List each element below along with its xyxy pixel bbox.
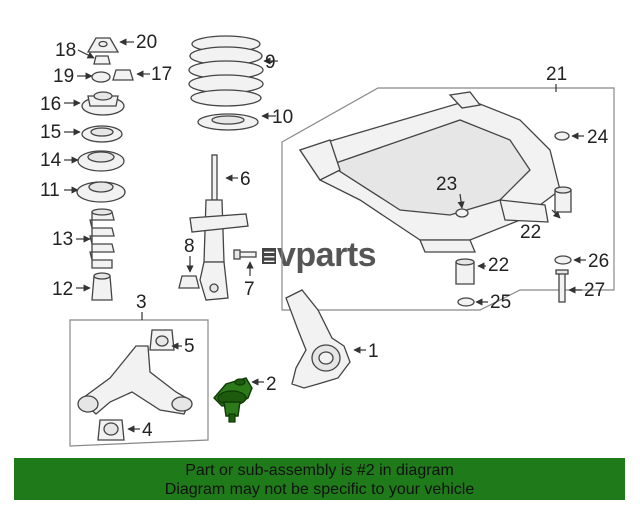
part-22-bushing-lower[interactable] (455, 258, 475, 285)
callout-22-right: 22 (520, 222, 541, 243)
callout-19: 19 (53, 66, 74, 87)
callout-17: 17 (151, 64, 172, 85)
callout-14: 14 (40, 150, 62, 171)
callout-3: 3 (136, 292, 147, 313)
callout-21: 21 (546, 64, 567, 85)
callout-22-lower: 22 (488, 255, 509, 276)
banner-line-2: Diagram may not be specific to your vehi… (164, 481, 475, 498)
svg-text:☰: ☰ (263, 249, 276, 265)
callout-7: 7 (244, 279, 255, 300)
callout-4: 4 (142, 420, 153, 441)
part-24-washer[interactable] (554, 131, 570, 141)
banner-line-1: Part or sub-assembly is #2 in diagram (185, 462, 454, 479)
vparts-logo: ☰ vparts (262, 236, 377, 274)
callout-16: 16 (40, 94, 61, 115)
part-4-bushing[interactable] (97, 419, 125, 441)
callout-24: 24 (587, 127, 609, 148)
part-1-steering-knuckle[interactable] (285, 289, 351, 389)
callout-12: 12 (52, 279, 73, 300)
part-6-strut-assembly[interactable] (189, 154, 249, 301)
part-7-bolt[interactable] (233, 249, 257, 260)
callout-27: 27 (584, 280, 605, 301)
callout-20: 20 (136, 32, 157, 53)
part-10-spring-pad[interactable] (197, 113, 259, 131)
callout-25: 25 (490, 292, 511, 313)
part-26-washer[interactable] (554, 255, 572, 265)
part-12-bump-stop[interactable] (91, 272, 113, 301)
part-5-bushing[interactable] (149, 329, 175, 351)
part-25-washer[interactable] (457, 297, 475, 307)
callout-8: 8 (184, 236, 195, 257)
part-15-bearing[interactable] (81, 125, 123, 143)
part-21-crossmember[interactable] (298, 91, 561, 253)
callout-1: 1 (368, 341, 379, 362)
callout-15: 15 (40, 122, 61, 143)
part-8-nut[interactable] (178, 275, 200, 289)
callout-9: 9 (265, 52, 276, 73)
callout-2: 2 (266, 374, 277, 395)
part-22-bushing-right[interactable] (554, 186, 572, 213)
callout-13: 13 (52, 229, 73, 250)
callout-6: 6 (240, 169, 251, 190)
part-13-dust-boot[interactable] (89, 208, 115, 269)
part-14-spring-seat[interactable] (77, 150, 125, 172)
part-17-nut[interactable] (112, 69, 134, 81)
part-11-insulator[interactable] (76, 181, 126, 203)
part-16-strut-mount[interactable] (81, 91, 125, 116)
callout-5: 5 (184, 336, 195, 357)
callout-18: 18 (55, 40, 76, 61)
box-3-lower-arm (69, 319, 209, 447)
part-20-cap[interactable] (86, 37, 120, 53)
callout-11: 11 (40, 180, 60, 201)
part-18-nut[interactable] (93, 55, 111, 65)
part-2-ball-joint-highlighted[interactable] (213, 377, 253, 423)
callout-23: 23 (436, 174, 457, 195)
part-27-bolt[interactable] (555, 269, 569, 303)
part-19-washer[interactable] (91, 71, 111, 83)
part-9-coil-spring[interactable] (188, 35, 264, 107)
info-banner: Part or sub-assembly is #2 in diagram Di… (14, 458, 625, 500)
part-3-lower-control-arm[interactable] (77, 345, 193, 415)
svg-text:vparts: vparts (277, 236, 376, 274)
callout-26: 26 (588, 251, 609, 272)
part-23-washer[interactable] (455, 208, 469, 218)
callout-10: 10 (272, 107, 293, 128)
